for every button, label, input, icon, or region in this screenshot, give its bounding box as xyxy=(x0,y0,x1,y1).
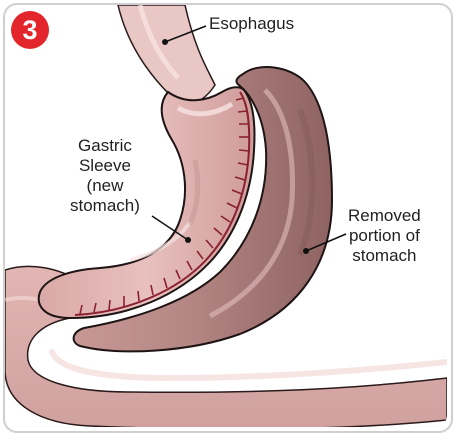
gastric-sleeve-label: Gastric Sleeve (new stomach) xyxy=(70,136,140,216)
esophagus-label: Esophagus xyxy=(209,14,295,33)
removed-portion-label: Removed portion of stomach xyxy=(348,206,421,266)
removed-pointer-dot xyxy=(303,248,309,254)
esophagus xyxy=(117,5,216,105)
staples xyxy=(79,97,250,315)
step-number-badge: 3 xyxy=(11,11,49,49)
staple-line xyxy=(74,91,251,316)
removed-portion-label-line: stomach xyxy=(352,246,417,265)
gastric-sleeve-label-line: Sleeve xyxy=(78,156,131,175)
gastric-sleeve-label-line: stomach) xyxy=(70,196,140,215)
sleeve-pointer-dot xyxy=(185,237,191,243)
removed-portion xyxy=(72,66,334,353)
removed-portion-label-line: portion of xyxy=(348,226,420,245)
gastric-sleeve xyxy=(37,86,256,320)
esophagus-pointer-dot xyxy=(162,39,168,45)
leader-lines xyxy=(151,25,347,252)
gastric-sleeve-label-line: (new xyxy=(86,176,124,195)
gastric-sleeve-label-line: Gastric xyxy=(78,136,132,155)
removed-portion-label-line: Removed xyxy=(348,206,421,225)
